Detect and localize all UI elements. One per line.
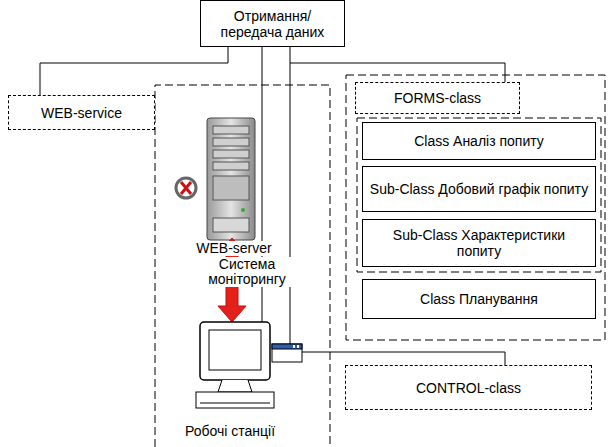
workstation-icon [196, 322, 274, 408]
service-box: WEB-service [8, 95, 155, 130]
connector-line [40, 47, 228, 95]
box-text: WEB-service [35, 102, 128, 124]
wire [302, 352, 505, 365]
subclass-box: Sub-Class Характеристики попиту [362, 219, 596, 267]
server-label: WEB-server [192, 241, 276, 256]
class-box: Class Планування [362, 279, 596, 319]
data-exchange-box: Отримання/ передача даних [200, 0, 345, 47]
class-box: CONTROL-class [345, 365, 592, 410]
box-text: Отримання/ передача даних [201, 5, 344, 43]
box-text: FORMS-class [388, 87, 487, 109]
connector-line [290, 47, 505, 82]
wire [262, 47, 263, 345]
workstation-label: Робочі станції [158, 424, 302, 439]
class-box: Class Аналіз попиту [362, 122, 596, 160]
box-text: CONTROL-class [410, 377, 527, 399]
window-icon [272, 344, 302, 362]
region-outline [155, 85, 330, 447]
box-text: Sub-Class Характеристики попиту [363, 224, 595, 262]
box-text: Class Планування [414, 288, 544, 310]
box-text: Sub-Class Добовий графік попиту [364, 178, 594, 200]
server-icon [207, 118, 255, 240]
region-outline [346, 75, 605, 340]
box-text: Class Аналіз попиту [408, 130, 550, 152]
wire [290, 63, 291, 345]
class-box: FORMS-class [355, 82, 520, 114]
system-label: Система моніторингу [190, 257, 304, 287]
region-outline [357, 118, 601, 272]
subclass-box: Sub-Class Добовий графік попиту [362, 166, 596, 212]
error-symbol [176, 178, 196, 198]
